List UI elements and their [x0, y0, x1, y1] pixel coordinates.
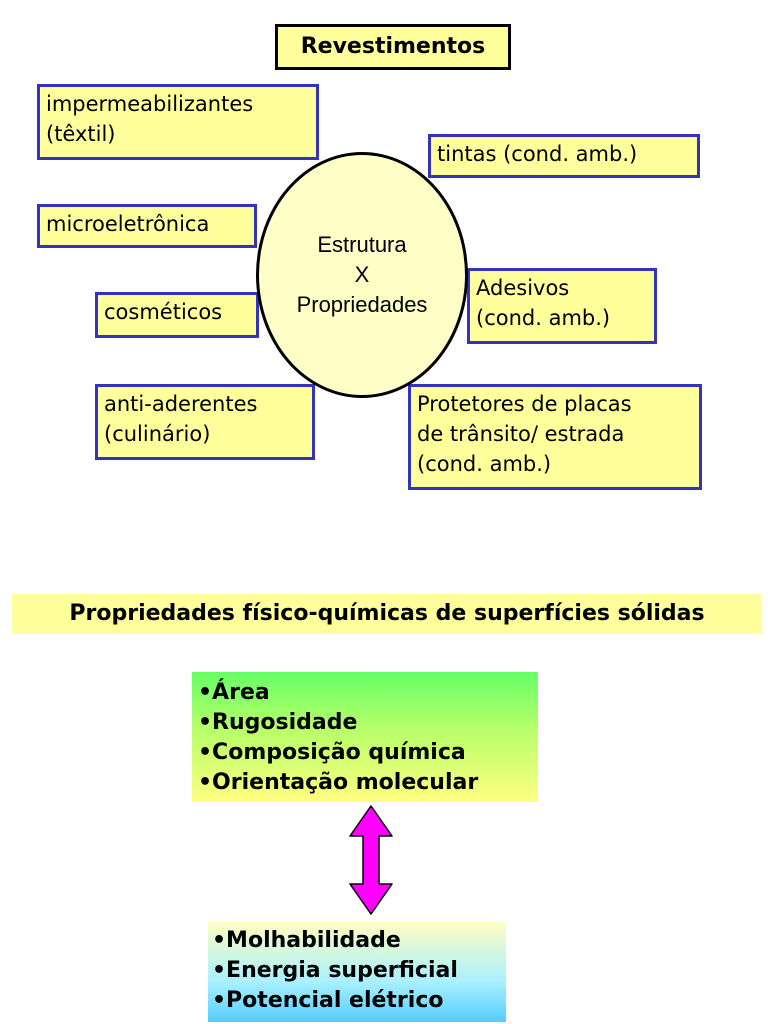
box-adesivos-line2: (cond. amb.) — [476, 306, 611, 330]
surface-property-rugosidade: •Rugosidade — [198, 710, 358, 735]
wetting-property-molhabilidade: •Molhabilidade — [212, 928, 401, 953]
center-line1: Estrutura — [317, 232, 407, 257]
surface-property-composicao: •Composição química — [198, 740, 466, 765]
center-line3: Propriedades — [296, 292, 428, 317]
box-adesivos: Adesivos (cond. amb.) — [467, 268, 657, 344]
box-cosmeticos: cosméticos — [95, 292, 259, 338]
box-microeletronica-line1: microeletrônica — [46, 212, 210, 236]
section-title: Propriedades físico-químicas de superfíc… — [12, 594, 762, 634]
surface-property-area: •Área — [198, 680, 270, 705]
box-tintas: tintas (cond. amb.) — [428, 134, 700, 178]
box-anti-aderentes: anti-aderentes (culinário) — [95, 384, 315, 460]
box-tintas-line1: tintas (cond. amb.) — [437, 142, 638, 166]
diagram-title: Revestimentos — [275, 24, 511, 70]
box-impermeabilizantes-line1: impermeabilizantes — [46, 92, 254, 116]
box-microeletronica: microeletrônica — [37, 204, 257, 248]
surface-properties-box: •Área •Rugosidade •Composição química •O… — [192, 672, 538, 802]
center-ellipse: Estrutura X Propriedades — [256, 152, 468, 398]
box-impermeabilizantes-line2: (têxtil) — [46, 122, 116, 146]
box-protetores-line1: Protetores de placas — [417, 392, 632, 416]
surface-property-orientacao: •Orientação molecular — [198, 770, 479, 795]
box-protetores-line3: (cond. amb.) — [417, 452, 552, 476]
box-adesivos-line1: Adesivos — [476, 276, 570, 300]
wetting-property-potencial: •Potencial elétrico — [212, 988, 444, 1013]
box-protetores-line2: de trânsito/ estrada — [417, 422, 625, 446]
wetting-properties-box: •Molhabilidade •Energia superficial •Pot… — [208, 922, 506, 1022]
box-impermeabilizantes: impermeabilizantes (têxtil) — [37, 84, 319, 160]
double-arrow-icon — [349, 805, 393, 915]
box-cosmeticos-line1: cosméticos — [104, 300, 223, 324]
center-line2: X — [354, 262, 370, 287]
box-protetores: Protetores de placas de trânsito/ estrad… — [408, 384, 702, 490]
box-anti-aderentes-line2: (culinário) — [104, 422, 211, 446]
wetting-property-energia: •Energia superficial — [212, 958, 458, 983]
box-anti-aderentes-line1: anti-aderentes — [104, 392, 258, 416]
